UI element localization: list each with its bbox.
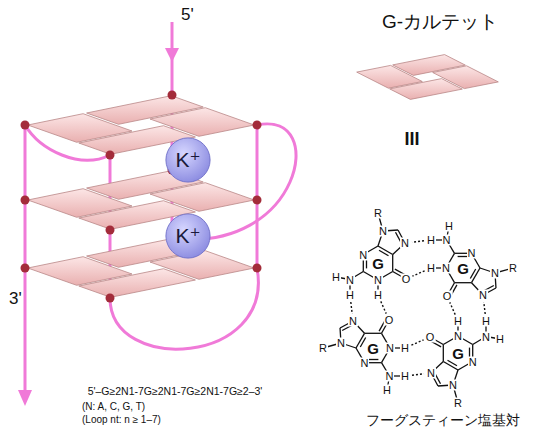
note: (N: A, C, G, T) [82, 401, 145, 412]
atom-label: N [468, 356, 478, 367]
strand-dot [106, 151, 115, 160]
atom-label: N [448, 380, 458, 391]
atom-label: N [426, 368, 436, 379]
g-tetrads [28, 55, 499, 298]
ion-circle-shape [166, 138, 210, 182]
strand-dot [253, 264, 262, 273]
atom-label: H [331, 272, 341, 283]
strand-dots [21, 91, 262, 303]
hydrogen-bond [412, 271, 424, 276]
atom-label: R [318, 343, 328, 354]
guanine-label: G [456, 261, 470, 276]
structure-caption: フーグスティーン塩基対 [366, 413, 520, 428]
atom-label: H [444, 221, 454, 232]
bond [360, 338, 365, 348]
bond [470, 269, 475, 279]
atom-label: H [382, 385, 392, 396]
atom-label: O [401, 274, 412, 285]
atom-label: N [360, 357, 370, 368]
atom-label: N [385, 343, 395, 354]
atom-label: N [378, 226, 388, 237]
potassium-ion: K⁺ [165, 213, 211, 259]
atom-label: N [336, 338, 346, 349]
bond [448, 360, 458, 365]
atom-label: H [345, 290, 355, 301]
atom-label: N [442, 235, 452, 246]
bond [455, 282, 472, 283]
hydrogen-bond [351, 302, 352, 314]
atom-label: H [400, 371, 410, 382]
atom-label: N [490, 268, 500, 279]
strand-dot [21, 196, 30, 205]
bond [392, 255, 393, 272]
ion-label: K⁺ [175, 224, 200, 248]
atom-label: N [373, 275, 383, 286]
hydrogen-bond [381, 301, 386, 313]
hydrogen-bond [412, 374, 424, 375]
strand-dot [21, 264, 30, 273]
atom-label: N [348, 316, 358, 327]
atom-label: N [481, 331, 491, 342]
atom-label: H [481, 316, 491, 327]
note: (Loop nt: n ≥ 1–7) [82, 414, 161, 425]
guanine-label: G [371, 256, 385, 271]
bond [443, 345, 444, 362]
bond [365, 333, 382, 334]
guanine-label: G [366, 341, 380, 356]
strand-end: 5' [181, 6, 194, 25]
atom-label: H [453, 316, 463, 327]
sequence-motif: 5'–G≥2N1-7G≥2N1-7G≥2N1-7G≥2–3' [88, 386, 263, 398]
atom-label: N [400, 238, 410, 249]
atom-label: R [453, 398, 463, 409]
guanine-tile [393, 55, 466, 76]
dna-strand [25, 22, 296, 400]
atom-label: R [508, 263, 518, 274]
atom-label: N [358, 249, 368, 260]
hoogsteen-structure [323, 213, 513, 403]
strand-dot [253, 196, 262, 205]
atom-label: H [373, 290, 383, 301]
hydrogen-bond [484, 302, 485, 314]
hydrogen-bond [412, 241, 424, 242]
strand-dot [168, 91, 177, 100]
atom-label: H [426, 263, 436, 274]
atom-label: O [425, 332, 436, 343]
guanine-label: G [451, 346, 465, 361]
strand-dot [253, 121, 262, 130]
strand-dot [106, 294, 115, 303]
atom-label: N [467, 248, 477, 259]
hydrogen-bond [411, 340, 423, 345]
ion-circle-shape [166, 214, 210, 258]
atom-label: N [453, 331, 463, 342]
atom-label: H [400, 343, 410, 354]
atom-label: N [478, 290, 488, 301]
strand-dot [106, 226, 115, 235]
strand-dot [21, 121, 30, 130]
atom-label: N [385, 371, 395, 382]
atom-label: O [384, 315, 395, 326]
roman-numeral: III [404, 130, 419, 150]
atom-label: O [442, 291, 453, 302]
hydrogen-bond [450, 302, 455, 314]
atom-label: H [495, 334, 505, 345]
atom-label: H [426, 235, 436, 246]
panel-title: G-カルテット [382, 12, 498, 33]
guanine-tile [87, 96, 204, 125]
guanine-tile [79, 269, 196, 298]
atom-label: R [373, 208, 383, 219]
atom-label: N [345, 274, 355, 285]
strand-end: 3' [9, 290, 22, 309]
potassium-ion: K⁺ [165, 137, 211, 183]
atom-label: N [441, 263, 451, 274]
ion-label: K⁺ [175, 148, 200, 172]
